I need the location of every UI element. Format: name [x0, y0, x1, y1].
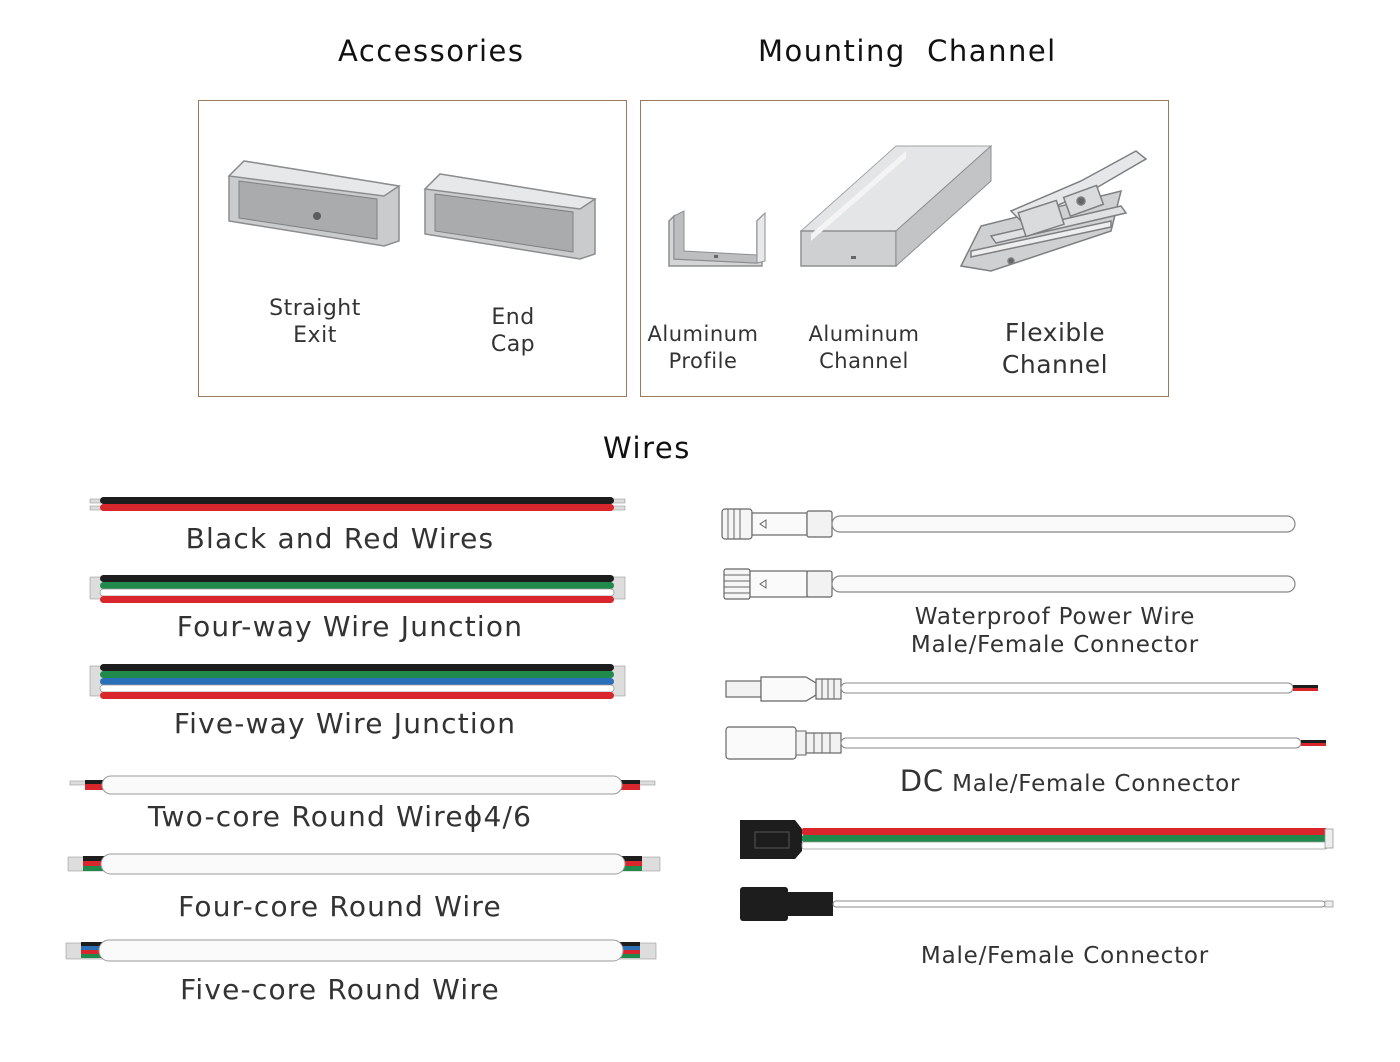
black-red-wires-label: Black and Red Wires — [185, 522, 495, 555]
dc-male-connector — [725, 676, 1318, 702]
two-core-round-wire-image — [69, 775, 656, 795]
five-core-round-wire-label: Five-core Round Wire — [180, 973, 500, 1006]
dc-female-connector — [725, 726, 1326, 760]
male-female-connector-image — [740, 820, 1334, 921]
straight-exit-label: Straight Exit — [269, 296, 361, 348]
five-way-wire-label: Five-way Wire Junction — [173, 707, 517, 740]
aluminum-profile-image — [668, 210, 766, 267]
four-core-round-wire-label: Four-core Round Wire — [178, 890, 502, 923]
black-red-wire-image — [89, 497, 626, 511]
heading-mounting-channel: Mounting Channel — [758, 34, 1057, 68]
four-way-wire-label: Four-way Wire Junction — [176, 610, 524, 643]
end-cap-label: End Cap — [490, 305, 536, 357]
four-core-round-wire-image — [67, 853, 661, 875]
five-way-wire-image — [89, 664, 626, 699]
two-core-round-wire-label: Two-core Round Wireϕ4/6 — [147, 800, 533, 833]
four-way-wire-image — [89, 575, 626, 603]
aluminum-profile-label: Aluminum Profile — [647, 322, 759, 373]
straight-exit-image — [227, 160, 402, 247]
waterproof-female-connector — [721, 508, 1296, 540]
mounting-illustrations — [668, 144, 1148, 272]
waterproof-male-connector — [723, 568, 1296, 600]
flexible-channel-image — [959, 150, 1148, 272]
dc-prefix: DC — [899, 764, 944, 798]
accessories-illustrations — [227, 160, 598, 260]
dc-connector-label: DC Male/Female Connector — [880, 767, 1260, 798]
heading-wires: Wires — [603, 431, 691, 465]
aluminum-channel-image — [799, 144, 993, 268]
end-cap-image — [423, 173, 598, 260]
mounting-channel-panel: Aluminum Profile Aluminum Channel Flexib… — [640, 100, 1169, 397]
male-connector-3pin — [740, 820, 1334, 859]
accessories-panel: Straight Exit End Cap — [198, 100, 627, 397]
waterproof-connector-label: Waterproof Power Wire Male/Female Connec… — [910, 604, 1200, 658]
dc-connector-image — [725, 676, 1326, 760]
heading-accessories: Accessories — [338, 34, 525, 68]
aluminum-channel-label: Aluminum Channel — [808, 322, 920, 373]
waterproof-connector-image — [721, 508, 1296, 600]
flexible-channel-label: Flexible Channel — [1001, 318, 1109, 379]
five-core-round-wire-image — [65, 939, 657, 962]
male-female-connector-label: Male/Female Connector — [920, 943, 1210, 969]
dc-rest: Male/Female Connector — [952, 771, 1241, 797]
female-connector — [740, 887, 1334, 921]
